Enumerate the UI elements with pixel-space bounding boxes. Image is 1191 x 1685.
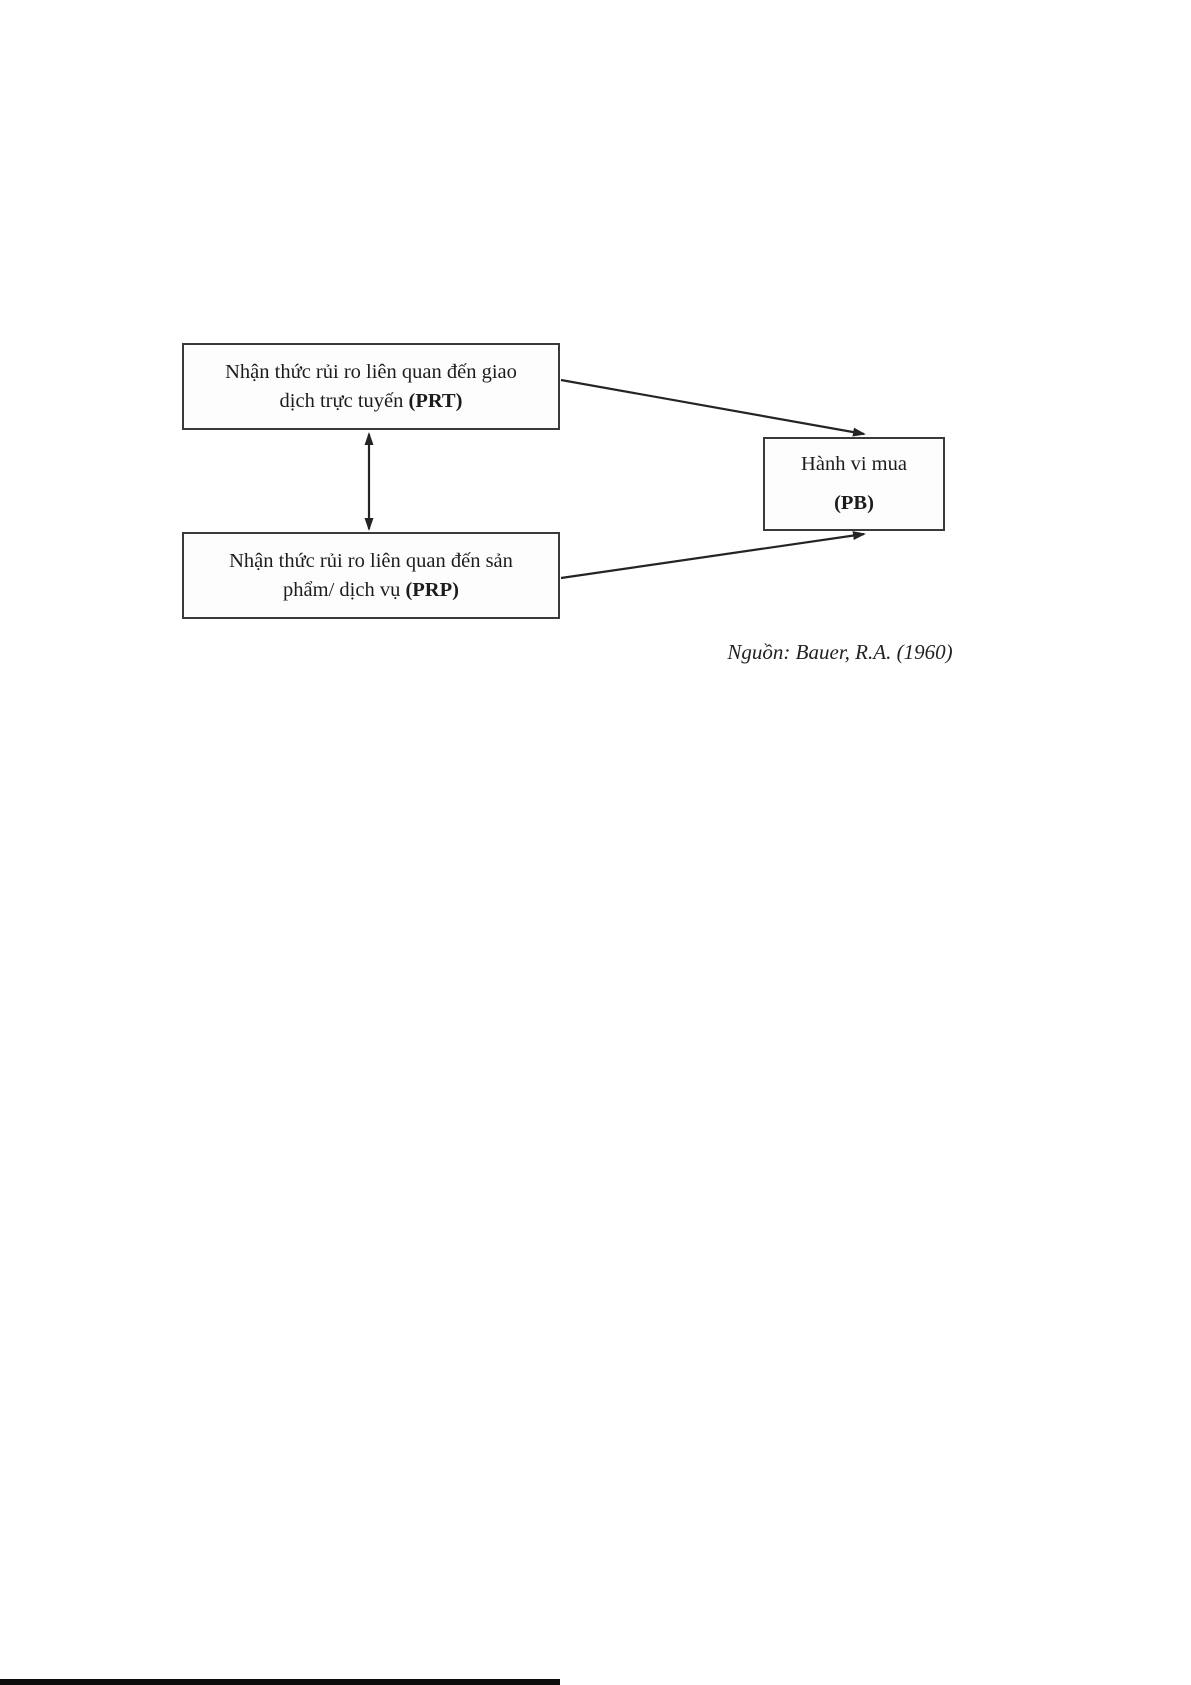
pb-label-line1: Hành vi mua	[801, 453, 907, 475]
prt-label-line2-text: dịch trực tuyến	[279, 389, 409, 412]
pb-label-line2: (PB)	[834, 490, 874, 517]
pb-code: (PB)	[834, 492, 874, 514]
diagram-node-pb: Hành vi mua (PB)	[763, 437, 945, 531]
prt-label-line2: dịch trực tuyến (PRT)	[280, 387, 463, 416]
bottom-page-bar	[0, 1679, 560, 1685]
arrow-prp-to-pb	[560, 531, 866, 580]
source-caption: Nguồn: Bauer, R.A. (1960)	[727, 640, 953, 664]
prp-label-line2-text: phẩm/ dịch vụ	[283, 578, 406, 601]
prt-code: (PRT)	[408, 389, 463, 412]
prp-label-line2: phẩm/ dịch vụ (PRP)	[283, 576, 459, 605]
prt-label-line1: Nhận thức rủi ro liên quan đến giao	[225, 360, 517, 383]
prp-code: (PRP)	[405, 578, 459, 601]
prp-label-line1: Nhận thức rủi ro liên quan đến sản	[229, 549, 513, 572]
diagram-node-prp: Nhận thức rủi ro liên quan đến sản phẩm/…	[182, 532, 560, 619]
arrow-prt-to-pb	[560, 378, 866, 437]
diagram-node-prt: Nhận thức rủi ro liên quan đến giao dịch…	[182, 343, 560, 430]
